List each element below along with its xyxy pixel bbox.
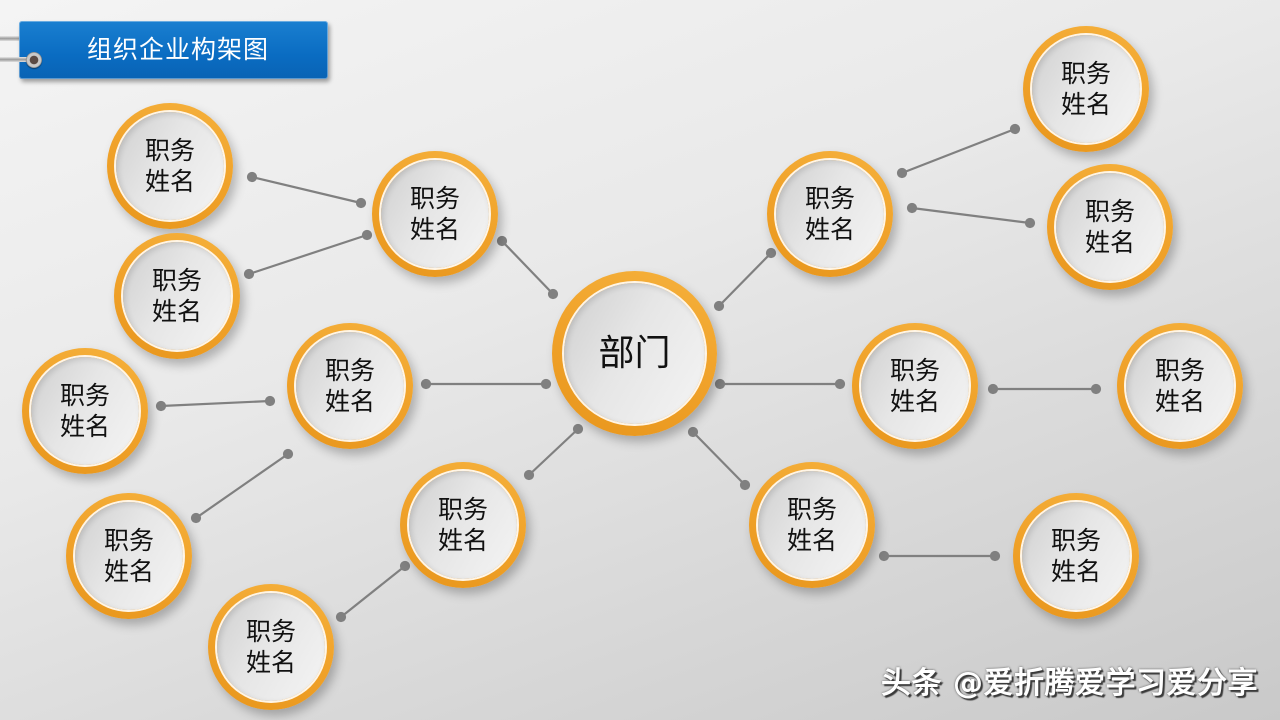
- org-node-l2-b[interactable]: 职务姓名: [114, 233, 240, 359]
- node-name: 姓名: [144, 167, 195, 196]
- org-node-l2-g[interactable]: 职务姓名: [1047, 164, 1173, 290]
- node-title: 职务: [1050, 526, 1101, 555]
- node-name: 姓名: [1084, 228, 1135, 257]
- node-name: 姓名: [1154, 387, 1205, 416]
- node-name: 姓名: [59, 412, 110, 441]
- node-name: 姓名: [1060, 90, 1111, 119]
- node-title: 职务: [324, 356, 375, 385]
- node-title: 职务: [151, 266, 202, 295]
- node-title: 职务: [59, 381, 110, 410]
- page-title: 组织企业构架图: [87, 35, 270, 64]
- node-title: 职务: [1154, 356, 1205, 385]
- org-node-l1-bottom-right[interactable]: 职务姓名: [749, 462, 875, 588]
- node-name: 姓名: [151, 297, 202, 326]
- org-node-l1-bottom-left[interactable]: 职务姓名: [400, 462, 526, 588]
- node-title: 职务: [1084, 197, 1135, 226]
- node-title: 职务: [144, 136, 195, 165]
- node-title: 职务: [103, 526, 154, 555]
- org-node-l2-c[interactable]: 职务姓名: [22, 348, 148, 474]
- org-node-l1-mid-right[interactable]: 职务姓名: [852, 323, 978, 449]
- node-title: 职务: [437, 495, 488, 524]
- node-title: 职务: [786, 495, 837, 524]
- org-node-l2-h[interactable]: 职务姓名: [1117, 323, 1243, 449]
- node-name: 姓名: [409, 215, 460, 244]
- node-title: 职务: [409, 184, 460, 213]
- node-name: 姓名: [245, 648, 296, 677]
- watermark: 头条 @爱折腾爱学习爱分享: [881, 666, 1258, 701]
- node-name: 姓名: [804, 215, 855, 244]
- node-name: 姓名: [324, 387, 375, 416]
- title-banner: 组织企业构架图: [19, 21, 328, 79]
- node-name: 姓名: [103, 557, 154, 586]
- node-title: 职务: [889, 356, 940, 385]
- center-node-department[interactable]: 部门: [552, 271, 717, 436]
- node-title: 职务: [1060, 59, 1111, 88]
- org-node-l2-f[interactable]: 职务姓名: [1023, 26, 1149, 152]
- node-name: 姓名: [1050, 557, 1101, 586]
- node-label: 部门: [598, 333, 671, 374]
- binder-ring-icon: [0, 52, 46, 68]
- node-name: 姓名: [786, 526, 837, 555]
- node-name: 姓名: [889, 387, 940, 416]
- org-node-l1-mid-left[interactable]: 职务姓名: [287, 323, 413, 449]
- org-node-l2-a[interactable]: 职务姓名: [107, 103, 233, 229]
- node-title: 职务: [804, 184, 855, 213]
- org-node-l1-top-left[interactable]: 职务姓名: [372, 151, 498, 277]
- org-node-l2-e[interactable]: 职务姓名: [208, 584, 334, 710]
- org-node-l2-i[interactable]: 职务姓名: [1013, 493, 1139, 619]
- node-name: 姓名: [437, 526, 488, 555]
- org-node-l2-d[interactable]: 职务姓名: [66, 493, 192, 619]
- org-node-l1-top-right[interactable]: 职务姓名: [767, 151, 893, 277]
- node-title: 职务: [245, 617, 296, 646]
